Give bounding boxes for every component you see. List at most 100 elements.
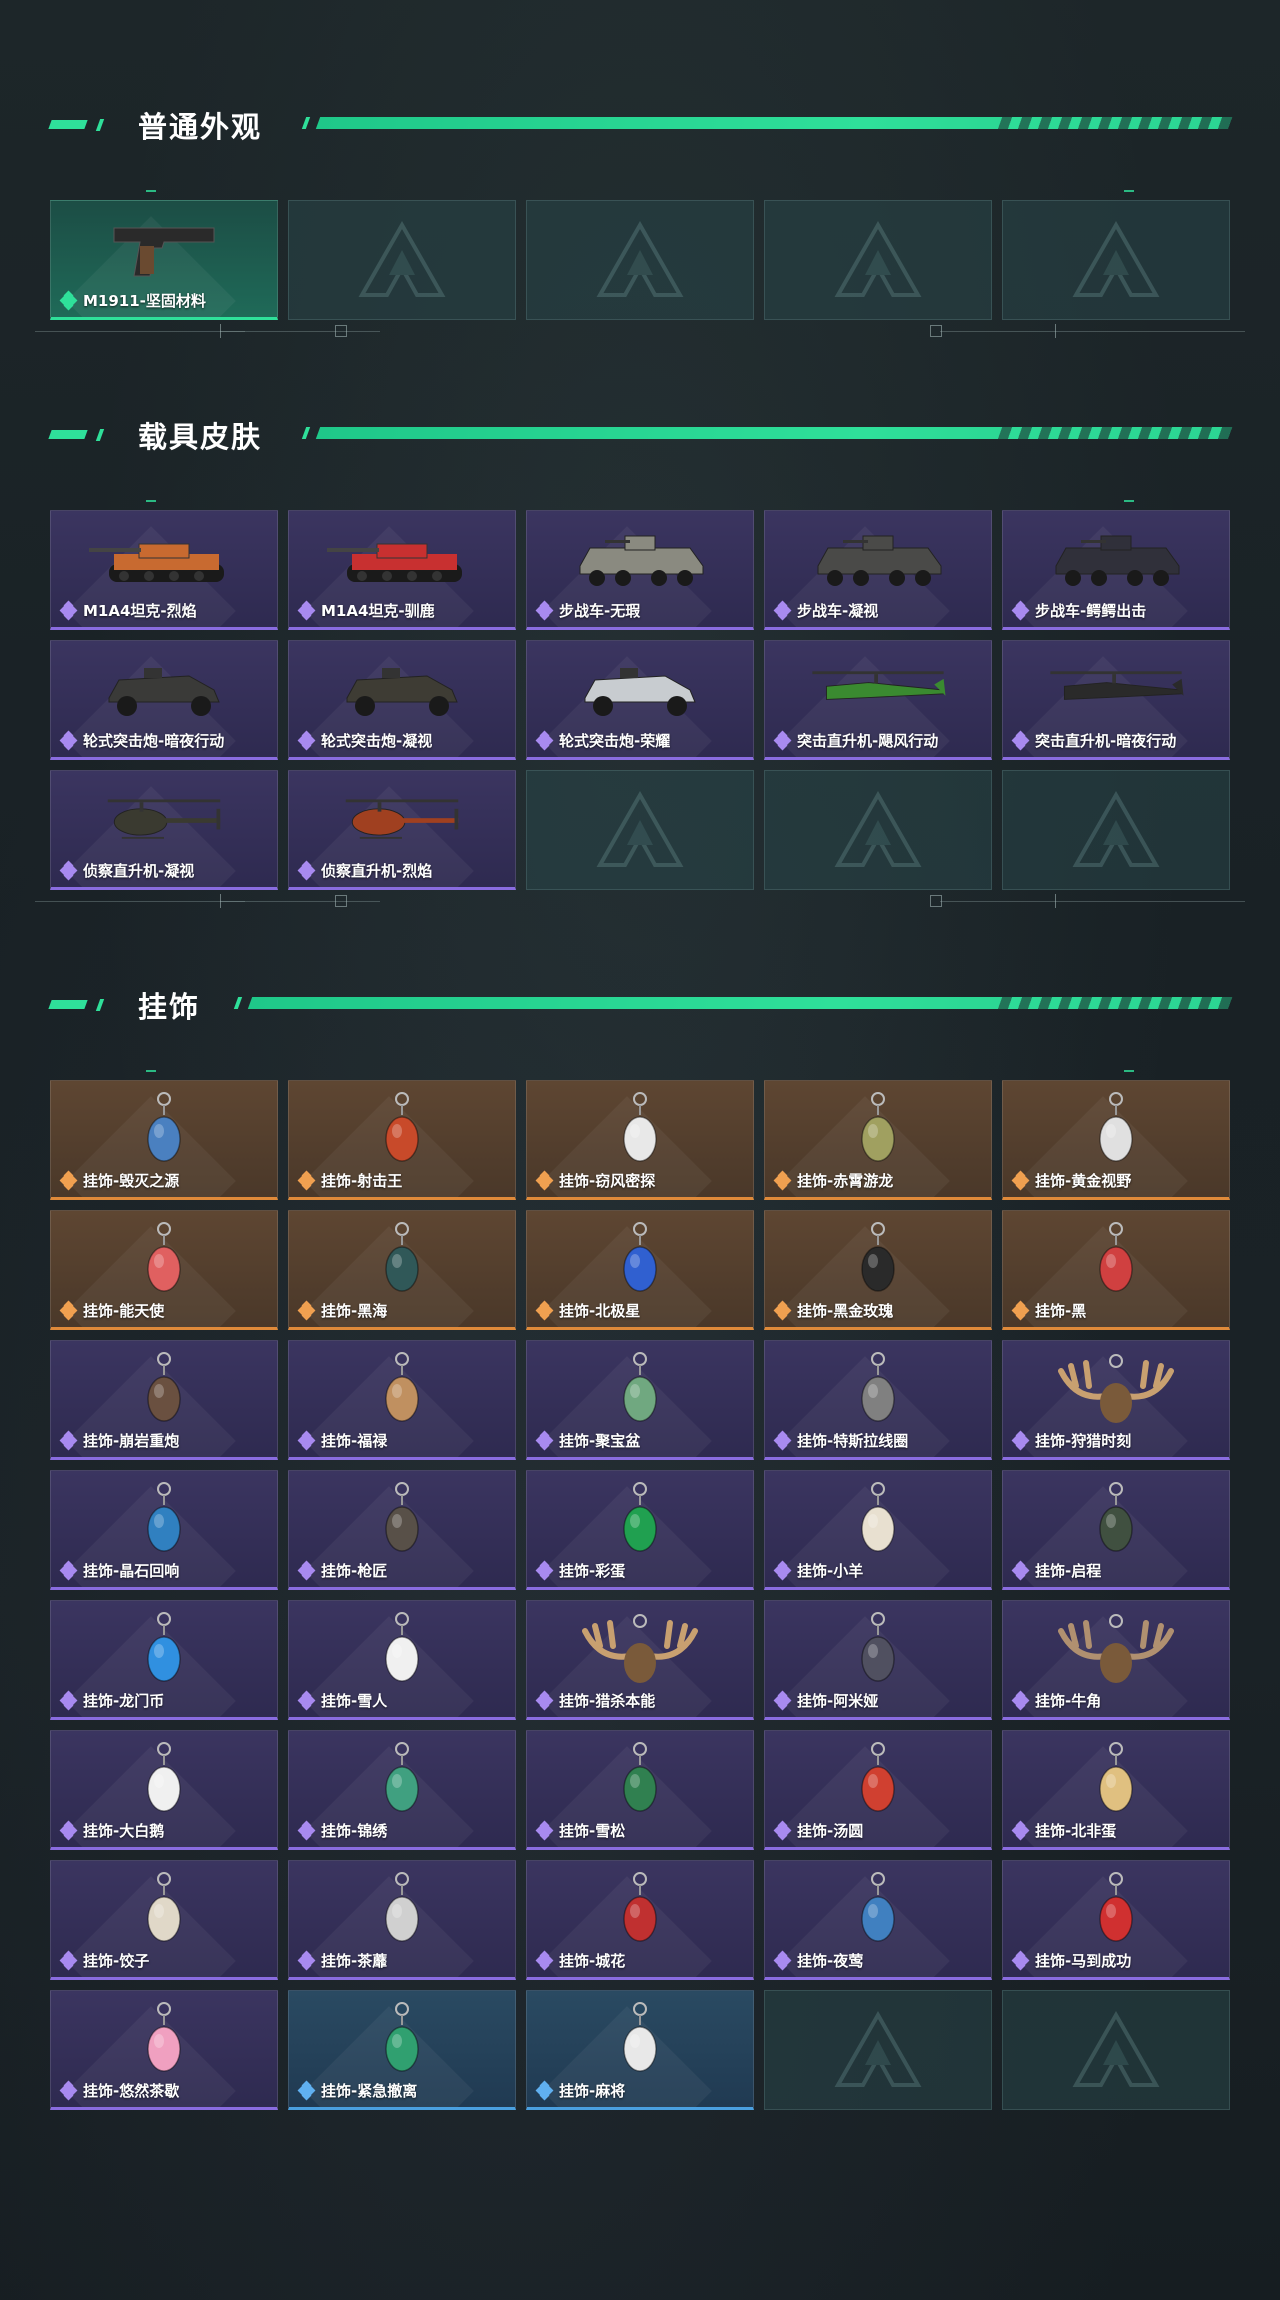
rarity-icon <box>59 1950 78 1971</box>
empty-slot <box>764 1990 992 2110</box>
item-card[interactable]: 挂饰-城花 <box>526 1860 754 1980</box>
rarity-icon <box>1011 1430 1030 1451</box>
item-card[interactable]: 挂饰-黑金玫瑰 <box>764 1210 992 1330</box>
item-card[interactable]: 挂饰-启程 <box>1002 1470 1230 1590</box>
item-card[interactable]: 挂饰-北极星 <box>526 1210 754 1330</box>
item-card[interactable]: 挂饰-聚宝盆 <box>526 1340 754 1460</box>
item-card[interactable]: 挂饰-黑海 <box>288 1210 516 1330</box>
item-label: 步战车-凝视 <box>797 602 879 620</box>
item-card[interactable]: 挂饰-小羊 <box>764 1470 992 1590</box>
item-label: 挂饰-黑海 <box>321 1302 388 1320</box>
item-label: 挂饰-福禄 <box>321 1432 388 1450</box>
header-progress-bar <box>247 997 1233 1009</box>
item-card[interactable]: 挂饰-黑 <box>1002 1210 1230 1330</box>
heli-icon <box>1041 651 1191 731</box>
item-card[interactable]: 挂饰-晶石回响 <box>50 1470 278 1590</box>
butterfly-charm-icon <box>327 1741 477 1821</box>
item-label: 挂饰-大白鹅 <box>83 1822 165 1840</box>
item-card[interactable]: 挂饰-北非蛋 <box>1002 1730 1230 1850</box>
item-label: 挂饰-狩猎时刻 <box>1035 1432 1132 1450</box>
item-card[interactable]: 挂饰-夜莺 <box>764 1860 992 1980</box>
item-card[interactable]: 轮式突击炮-凝视 <box>288 640 516 760</box>
item-card[interactable]: 挂饰-饺子 <box>50 1860 278 1980</box>
item-card[interactable]: M1911-坚固材料 <box>50 200 278 320</box>
item-label: 挂饰-麻将 <box>559 2082 626 2100</box>
rose-charm-icon <box>803 1221 953 1301</box>
figure-charm-icon <box>1041 1091 1191 1171</box>
item-card[interactable]: 突击直升机-飓风行动 <box>764 640 992 760</box>
rarity-icon <box>297 730 316 751</box>
item-card[interactable]: 轮式突击炮-荣耀 <box>526 640 754 760</box>
flower-charm-icon <box>565 1871 715 1951</box>
item-card[interactable]: 挂饰-枪匠 <box>288 1470 516 1590</box>
header-accent-icon <box>48 120 88 129</box>
item-card[interactable]: 挂饰-能天使 <box>50 1210 278 1330</box>
rarity-icon <box>535 730 554 751</box>
item-card[interactable]: 步战车-无瑕 <box>526 510 754 630</box>
item-card[interactable]: 挂饰-马到成功 <box>1002 1860 1230 1980</box>
item-label: 挂饰-猎杀本能 <box>559 1692 656 1710</box>
item-card[interactable]: 挂饰-悠然茶歇 <box>50 1990 278 2110</box>
item-card[interactable]: 侦察直升机-凝视 <box>50 770 278 890</box>
item-label: 挂饰-启程 <box>1035 1562 1102 1580</box>
item-label: 步战车-无瑕 <box>559 602 641 620</box>
empty-slot <box>526 200 754 320</box>
item-card[interactable]: 挂饰-汤圆 <box>764 1730 992 1850</box>
rarity-icon <box>297 1950 316 1971</box>
section-divider <box>35 322 1245 342</box>
item-card[interactable]: 挂饰-茶蘼 <box>288 1860 516 1980</box>
item-card[interactable]: 突击直升机-暗夜行动 <box>1002 640 1230 760</box>
item-card[interactable]: 挂饰-大白鹅 <box>50 1730 278 1850</box>
rarity-icon <box>59 1170 78 1191</box>
header-bar-tick-icon <box>233 997 243 1009</box>
item-card[interactable]: 挂饰-麻将 <box>526 1990 754 2110</box>
item-card[interactable]: 挂饰-狩猎时刻 <box>1002 1340 1230 1460</box>
item-card[interactable]: 挂饰-猎杀本能 <box>526 1600 754 1720</box>
item-label: 挂饰-窃风密探 <box>559 1172 656 1190</box>
buggy-icon <box>565 651 715 731</box>
item-label: 挂饰-悠然茶歇 <box>83 2082 180 2100</box>
item-card[interactable]: 挂饰-紧急撤离 <box>288 1990 516 2110</box>
rarity-icon <box>1011 600 1030 621</box>
item-label: 挂饰-能天使 <box>83 1302 165 1320</box>
item-card[interactable]: 挂饰-毁灭之源 <box>50 1080 278 1200</box>
item-card[interactable]: 挂饰-龙门币 <box>50 1600 278 1720</box>
item-card[interactable]: 挂饰-彩蛋 <box>526 1470 754 1590</box>
item-card[interactable]: M1A4坦克-驯鹿 <box>288 510 516 630</box>
item-card[interactable]: 挂饰-牛角 <box>1002 1600 1230 1720</box>
rarity-icon <box>773 1950 792 1971</box>
header-accent-icon <box>48 430 88 439</box>
egg-charm-icon <box>565 1481 715 1561</box>
placeholder-logo-icon <box>357 220 447 300</box>
item-card[interactable]: M1A4坦克-烈焰 <box>50 510 278 630</box>
item-label: 挂饰-马到成功 <box>1035 1952 1132 1970</box>
rarity-icon <box>773 1820 792 1841</box>
item-label: 侦察直升机-烈焰 <box>321 862 433 880</box>
item-card[interactable]: 挂饰-赤霄游龙 <box>764 1080 992 1200</box>
item-card[interactable]: 挂饰-窃风密探 <box>526 1080 754 1200</box>
item-card[interactable]: 挂饰-特斯拉线圈 <box>764 1340 992 1460</box>
item-label: 挂饰-汤圆 <box>797 1822 864 1840</box>
section-0: 普通外观 M1911-坚固材料 <box>48 100 1233 320</box>
item-card[interactable]: 挂饰-雪人 <box>288 1600 516 1720</box>
header-bar-tick-icon <box>301 117 311 129</box>
item-card[interactable]: 步战车-凝视 <box>764 510 992 630</box>
rarity-icon <box>297 1430 316 1451</box>
item-card[interactable]: 挂饰-射击王 <box>288 1080 516 1200</box>
item-label: 挂饰-紧急撤离 <box>321 2082 418 2100</box>
item-card[interactable]: 步战车-鳄鳄出击 <box>1002 510 1230 630</box>
item-card[interactable]: 挂饰-崩岩重炮 <box>50 1340 278 1460</box>
item-card[interactable]: 轮式突击炮-暗夜行动 <box>50 640 278 760</box>
item-card[interactable]: 挂饰-阿米娅 <box>764 1600 992 1720</box>
tag-charm-icon <box>327 2001 477 2081</box>
rarity-icon <box>535 1560 554 1581</box>
item-card[interactable]: 挂饰-黄金视野 <box>1002 1080 1230 1200</box>
item-label: 挂饰-小羊 <box>797 1562 864 1580</box>
rarity-icon <box>59 1690 78 1711</box>
item-card[interactable]: 挂饰-福禄 <box>288 1340 516 1460</box>
rarity-icon <box>1011 1560 1030 1581</box>
item-card[interactable]: 侦察直升机-烈焰 <box>288 770 516 890</box>
item-card[interactable]: 挂饰-雪松 <box>526 1730 754 1850</box>
item-card[interactable]: 挂饰-锦绣 <box>288 1730 516 1850</box>
rarity-icon <box>773 1170 792 1191</box>
